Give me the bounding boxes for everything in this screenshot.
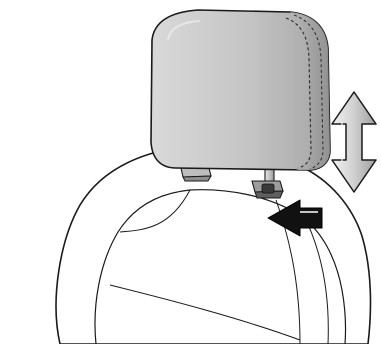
seat-back [55, 145, 372, 344]
press-arrow-icon [267, 199, 323, 237]
headrest-guide-left [180, 167, 212, 182]
headrest-cushion [150, 9, 331, 171]
headrest-release-button[interactable] [251, 180, 284, 199]
headrest-stitching [285, 17, 312, 169]
up-down-arrow-icon [331, 91, 377, 193]
